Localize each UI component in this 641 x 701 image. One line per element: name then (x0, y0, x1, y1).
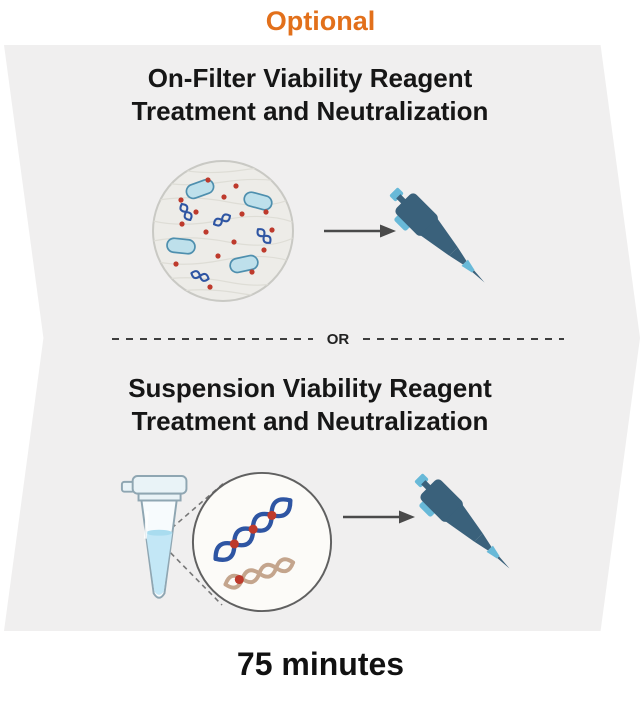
section2-title-line2: Treatment and Neutralization (131, 406, 489, 436)
or-label: OR (326, 330, 350, 348)
bacterium-icon (243, 191, 273, 211)
dna-fragment-icon (213, 213, 231, 227)
liquid-meniscus (145, 529, 173, 536)
micropipette-icon (389, 187, 485, 283)
dna-fragment-icon (190, 270, 210, 282)
reagent-dots-group (173, 177, 275, 290)
section1-title-line1: On-Filter Viability Reagent (147, 63, 473, 93)
section1-title-line2: Treatment and Neutralization (131, 96, 489, 126)
section2-title: Suspension Viability Reagent Treatment a… (20, 372, 600, 438)
tube-liquid (145, 532, 173, 595)
bacterium-icon (229, 254, 259, 274)
micropipette-icon (414, 473, 510, 569)
bacterium-icon (166, 237, 196, 255)
bacterium-icon (185, 178, 215, 200)
dna-magnified-circle-icon (191, 471, 333, 613)
arrow-right-icon (343, 510, 415, 524)
bacteria-group (166, 178, 273, 274)
section1-title: On-Filter Viability Reagent Treatment an… (20, 62, 600, 128)
section2-title-line1: Suspension Viability Reagent (128, 373, 492, 403)
tube-cap (131, 475, 188, 495)
duration-label: 75 minutes (236, 646, 405, 682)
dna-fragment-icon (256, 228, 272, 244)
dna-helix-tan (223, 557, 296, 590)
dna-fragments-group (179, 203, 272, 282)
optional-label: Optional (265, 6, 376, 36)
dashed-line-right (363, 338, 564, 340)
arrow-right-icon (324, 224, 396, 238)
or-divider: OR (112, 330, 564, 348)
reagent-dots-group (229, 510, 277, 585)
dashed-line-left (112, 338, 313, 340)
tube-rim (137, 492, 182, 502)
zoom-circle (191, 471, 333, 613)
membrane-filter-with-microbes-icon (152, 160, 294, 302)
dna-fragment-icon (179, 203, 193, 221)
microcentrifuge-tube-icon (120, 475, 188, 599)
